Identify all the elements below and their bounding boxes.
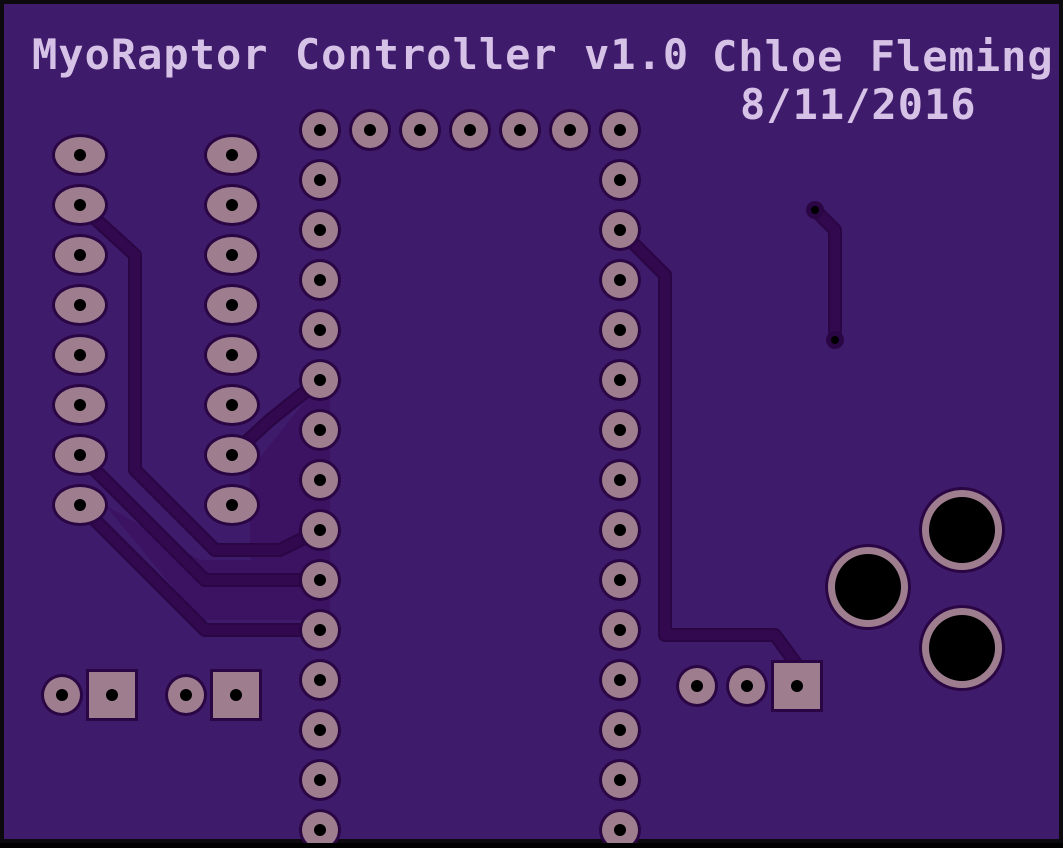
left-header-b-pin-4-drill [226, 299, 238, 311]
mcu-right-pin-6-drill [614, 424, 626, 436]
mcu-right-pin-13-drill [614, 774, 626, 786]
board-title: MyoRaptor Controller v1.0 [32, 30, 690, 79]
mcu-right-pin-8-drill [614, 524, 626, 536]
mcu-right-pin-11-drill [614, 674, 626, 686]
left-header-a-pin-3-drill [74, 249, 86, 261]
mcu-top-pin-4-drill [464, 124, 476, 136]
left-header-b-pin-5-drill [226, 349, 238, 361]
left-header-b-pin-3-drill [226, 249, 238, 261]
header3-pin-1-drill [691, 680, 703, 692]
left-header-a-pin-2-drill [74, 199, 86, 211]
mcu-left-pin-9-drill [314, 574, 326, 586]
mcu-right-pin-3-drill [614, 274, 626, 286]
mcu-right-pin-14-drill [614, 824, 626, 836]
mount-hole-1 [929, 497, 995, 563]
mcu-right-pin-4-drill [614, 324, 626, 336]
mcu-right-pin-10-drill [614, 624, 626, 636]
mcu-left-pin-7-drill [314, 474, 326, 486]
trace-left-1 [75, 200, 325, 555]
mcu-left-pin-4-drill [314, 324, 326, 336]
mcu-left-pin-12-drill [314, 724, 326, 736]
mcu-right-pin-5-drill [614, 374, 626, 386]
left-header-a-pin-4-drill [74, 299, 86, 311]
mounting-holes [825, 487, 1005, 691]
trace-header [615, 225, 802, 670]
mcu-right-pin-7-drill [614, 474, 626, 486]
mcu-left-pin-5-drill [314, 374, 326, 386]
mcu-right-pin-2-drill [614, 224, 626, 236]
via-1 [831, 336, 839, 344]
mcu-left-pin-2-drill [314, 224, 326, 236]
copper-pour [105, 370, 330, 620]
mcu-right-pin-12-drill [614, 724, 626, 736]
left-header-a-pin-7-drill [74, 449, 86, 461]
mcu-left-pin-6-drill [314, 424, 326, 436]
left-header-a-pin-5-drill [74, 349, 86, 361]
header3-pin-2-drill [741, 680, 753, 692]
power-2-pin-round-drill [180, 689, 192, 701]
mcu-top-pin-5-drill [514, 124, 526, 136]
board-date: 8/11/2016 [740, 80, 977, 129]
left-header-a-pin-6-drill [74, 399, 86, 411]
left-header-b-pin-2-drill [226, 199, 238, 211]
mcu-left-pin-1-drill [314, 174, 326, 186]
trace-via [810, 205, 840, 345]
board-author: Chloe Fleming [712, 32, 1054, 81]
mcu-top-pin-2-drill [364, 124, 376, 136]
mcu-left-pin-8-drill [314, 524, 326, 536]
power-2-pin-square-drill [230, 689, 242, 701]
mcu-top-pin-7-drill [614, 124, 626, 136]
mcu-left-pin-14-drill [314, 824, 326, 836]
mcu-top-pin-1-drill [314, 124, 326, 136]
mount-hole-2 [835, 554, 901, 620]
mcu-top-pin-6-drill [564, 124, 576, 136]
left-header-a-pin-8-drill [74, 499, 86, 511]
power-1-pin-round-drill [56, 689, 68, 701]
copper-pads [41, 109, 844, 848]
mcu-left-pin-13-drill [314, 774, 326, 786]
mcu-right-pin-9-drill [614, 574, 626, 586]
left-header-b-pin-6-drill [226, 399, 238, 411]
left-header-b-pin-8-drill [226, 499, 238, 511]
header3-pin-3-drill [791, 680, 803, 692]
left-header-b-pin-1-drill [226, 149, 238, 161]
mcu-left-pin-3-drill [314, 274, 326, 286]
mcu-right-pin-1-drill [614, 174, 626, 186]
power-1-pin-square-drill [106, 689, 118, 701]
via-0 [811, 206, 819, 214]
mcu-left-pin-10-drill [314, 624, 326, 636]
left-header-a-pin-1-drill [74, 149, 86, 161]
mount-hole-3 [929, 615, 995, 681]
trace-left-3 [75, 500, 325, 635]
mcu-top-pin-3-drill [414, 124, 426, 136]
left-header-b-pin-7-drill [226, 449, 238, 461]
mcu-left-pin-11-drill [314, 674, 326, 686]
